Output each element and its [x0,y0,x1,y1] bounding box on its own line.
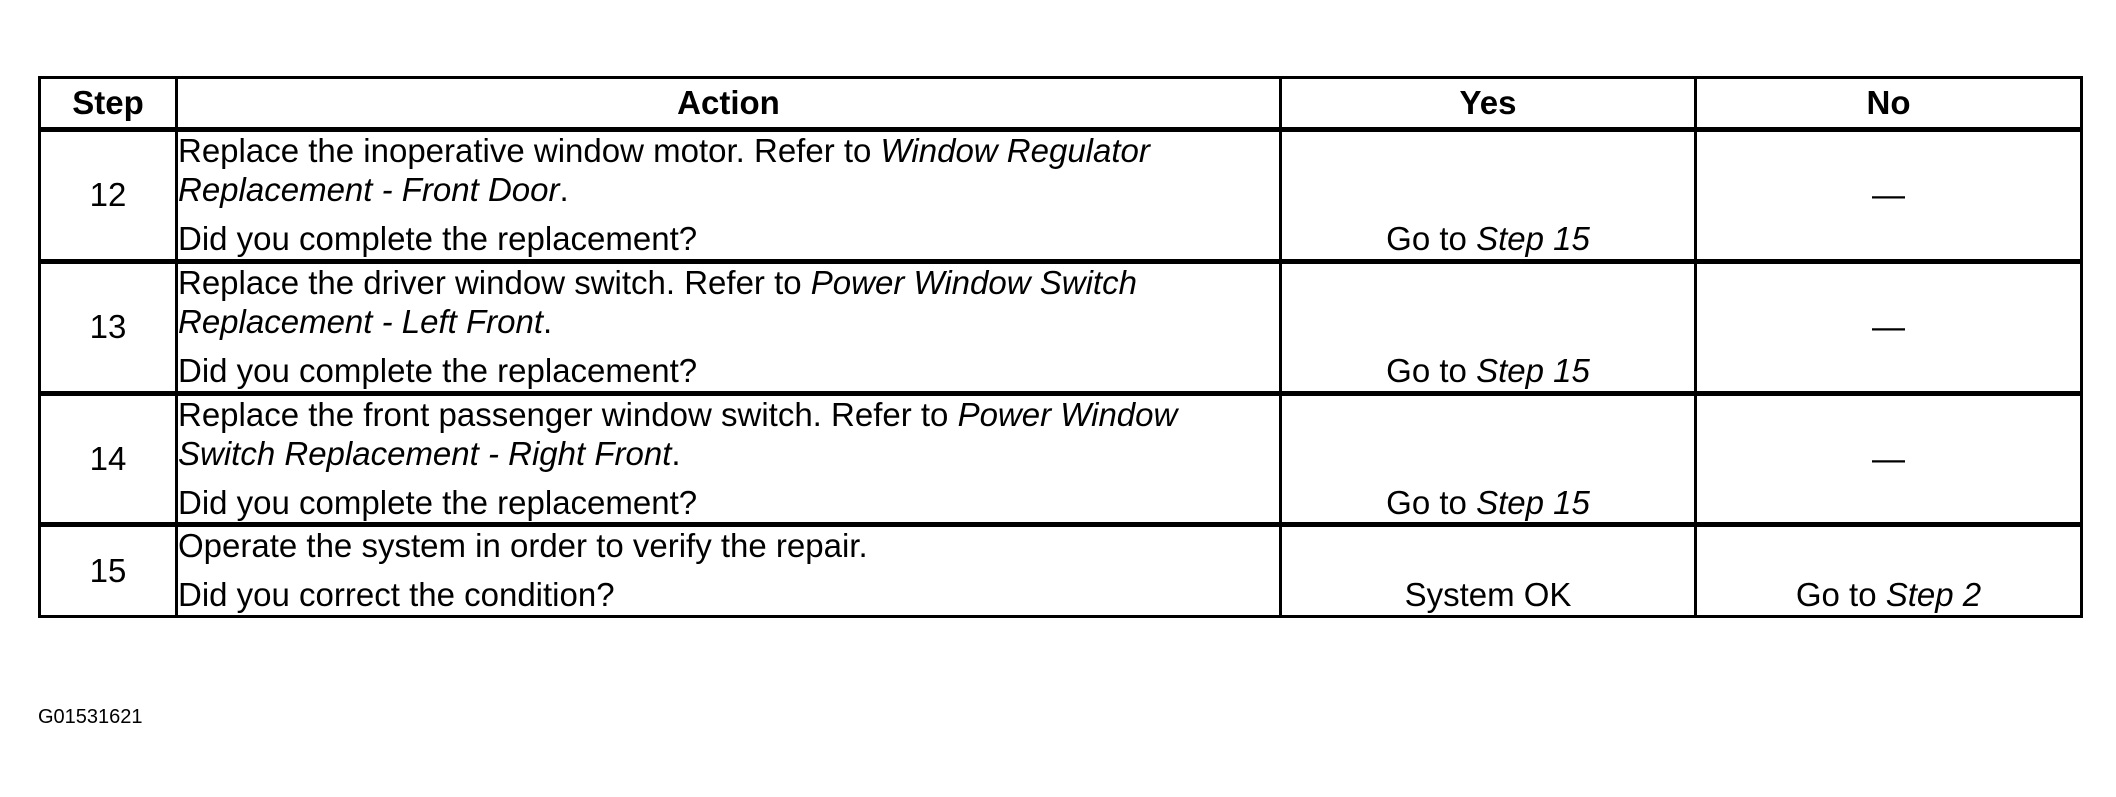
table-row: 13 Replace the driver window switch. Ref… [38,259,2083,396]
no-cell: — [1694,391,2083,528]
step-number: 12 [38,128,178,264]
yes-cell: Go to Step 15 [1279,128,1697,264]
yes-cell: System OK [1279,523,1697,619]
action-instruction: Replace the driver window switch. Refer … [178,263,1137,340]
table-header-row: Step Action Yes No [38,76,2083,132]
table-row: 15 Operate the system in order to verify… [38,523,2083,619]
yes-cell: Go to Step 15 [1279,259,1697,396]
action-reference: Power Window Switch Replacement - Right … [178,395,1178,472]
table-row: 12 Replace the inoperative window motor.… [38,128,2083,264]
action-instruction: Operate the system in order to verify th… [178,527,868,565]
diagnostic-table: Step Action Yes No 12 Replace the inoper… [38,76,2083,619]
yes-cell: Go to Step 15 [1279,391,1697,528]
action-reference: Power Window Switch Replacement - Left F… [178,263,1137,340]
step-number: 13 [38,259,178,396]
action-instruction: Replace the inoperative window motor. Re… [178,132,1150,208]
table-body: 12 Replace the inoperative window motor.… [38,128,2083,619]
yes-reference: Step 15 [1476,483,1590,521]
yes-reference: Step 15 [1476,219,1590,257]
no-cell: — [1694,259,2083,396]
step-number: 14 [38,391,178,528]
no-cell: Go to Step 2 [1694,523,2083,619]
action-cell: Replace the driver window switch. Refer … [175,259,1282,396]
action-question: Did you complete the replacement? [178,483,698,521]
action-cell: Replace the inoperative window motor. Re… [175,128,1282,264]
action-question: Did you complete the replacement? [178,351,698,389]
yes-reference: Step 15 [1476,351,1590,389]
header-action: Action [175,76,1282,132]
action-cell: Replace the front passenger window switc… [175,391,1282,528]
figure-id: G01531621 [38,706,143,728]
action-reference: Window Regulator Replacement - Front Doo… [178,132,1150,208]
no-reference: Step 2 [1885,576,1982,614]
action-instruction: Replace the front passenger window switc… [178,395,1178,472]
step-number: 15 [38,523,178,619]
no-cell: — [1694,128,2083,264]
header-no: No [1694,76,2083,132]
action-question: Did you correct the condition? [178,576,615,614]
header-step: Step [38,76,178,132]
table-row: 14 Replace the front passenger window sw… [38,391,2083,528]
header-yes: Yes [1279,76,1697,132]
action-question: Did you complete the replacement? [178,219,698,257]
action-cell: Operate the system in order to verify th… [175,523,1282,619]
